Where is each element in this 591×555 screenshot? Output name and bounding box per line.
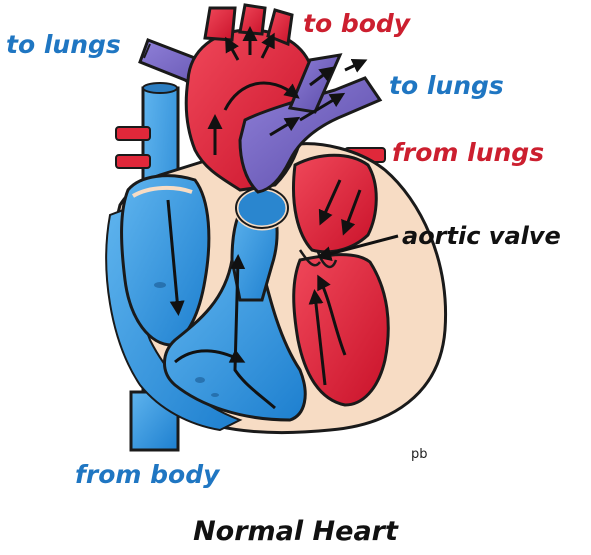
label-from-body: from body <box>75 462 219 487</box>
label-to-body: to body <box>303 11 410 36</box>
label-aortic-valve: aortic valve <box>402 224 561 248</box>
left-atrium <box>294 155 377 252</box>
label-from-lungs: from lungs <box>392 140 544 165</box>
artist-signature: pb <box>411 447 428 462</box>
label-to-lungs-right: to lungs <box>389 73 504 98</box>
label-to-lungs-left: to lungs <box>6 32 121 57</box>
caption: Normal Heart <box>0 518 591 545</box>
